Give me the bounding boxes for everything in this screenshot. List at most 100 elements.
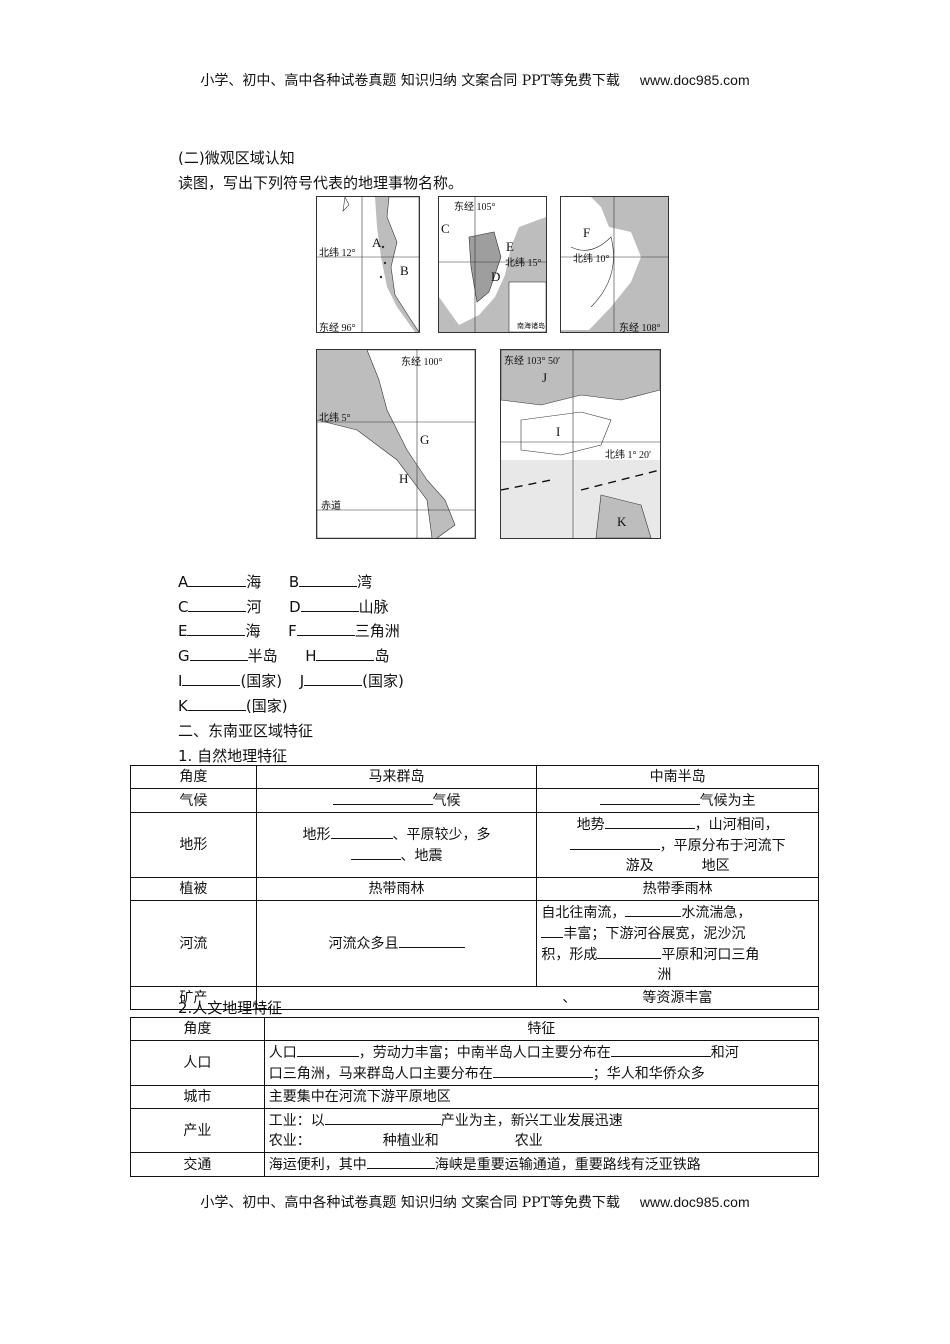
cell-text: 口三角洲，马来群岛人口主要分布在 xyxy=(268,1066,493,1082)
city-cell: 主要集中在河流下游平原地区 xyxy=(263,1085,820,1109)
answer-blank[interactable] xyxy=(299,572,358,587)
map-label-i: I xyxy=(556,424,561,439)
answer-blank[interactable] xyxy=(599,790,700,805)
answer-blank[interactable] xyxy=(541,923,564,938)
map-5: 东经 103° 50′ J I 北纬 1° 20′ K xyxy=(500,349,661,539)
q-letter: E xyxy=(178,622,188,640)
answer-blank[interactable] xyxy=(304,671,363,686)
answer-blank[interactable] xyxy=(366,1154,435,1169)
q-suffix: 海 xyxy=(245,622,261,640)
map-4-lon: 东经 100° xyxy=(401,357,443,368)
map-4-shape xyxy=(317,350,475,538)
map-3-lon: 东经 108° xyxy=(619,323,661,333)
transport-cell: 海运便利，其中 海峡是重要运输通道，重要路线有泛亚铁路 xyxy=(263,1152,820,1177)
question-row: I(国家) J(国家) xyxy=(178,670,404,691)
cell-text: 产业为主，新兴工业发展迅速 xyxy=(440,1113,623,1129)
map-2-inset: 南海诸岛 xyxy=(517,322,545,330)
map-1: 北纬 12° 东经 96° A B xyxy=(316,196,420,333)
answer-blank[interactable] xyxy=(324,1110,441,1125)
answer-blank[interactable] xyxy=(296,621,355,636)
answer-blank[interactable] xyxy=(350,845,401,860)
cell-text: 海运便利，其中 xyxy=(268,1157,367,1173)
row-mineral-label: 矿产 xyxy=(130,986,257,1010)
natural-features-table: 角度 马来群岛 中南半岛 气候 气候 气候为主 地形 地形、平原较少，多 、地震… xyxy=(130,765,820,1010)
map-label-d: D xyxy=(491,269,501,284)
map-4-lat: 北纬 5° xyxy=(319,413,351,424)
answer-blank[interactable] xyxy=(330,824,393,839)
section-2-title: 二、东南亚区域特征 xyxy=(178,722,314,740)
q-suffix: 山脉 xyxy=(358,598,389,616)
q-suffix: 半岛 xyxy=(247,647,278,665)
header-url[interactable]: www.doc985.com xyxy=(639,72,750,88)
cell-text: 积，形成 xyxy=(541,947,598,963)
answer-blank[interactable] xyxy=(398,933,465,948)
map-3: F 北纬 10° 东经 108° xyxy=(560,196,669,333)
cell-text: ，山河相间， xyxy=(694,817,779,833)
answer-blank[interactable] xyxy=(610,1042,711,1057)
map-label-b: B xyxy=(400,263,409,278)
q-letter: G xyxy=(178,647,190,665)
row-terrain-label: 地形 xyxy=(130,812,257,878)
map-5-lat: 北纬 1° 20′ xyxy=(605,450,652,461)
cell-text: 河流众多且 xyxy=(328,936,399,952)
cell-text: 种植业和 xyxy=(382,1133,439,1149)
veg-malay: 热带雨林 xyxy=(255,877,538,901)
cell-text: 、 xyxy=(562,990,577,1006)
map-2: 东经 105° 北纬 15° C E D 南海诸岛 xyxy=(438,196,547,333)
q-letter: F xyxy=(288,622,297,640)
th-angle: 角度 xyxy=(130,765,257,789)
answer-blank[interactable] xyxy=(188,597,247,612)
map-3-lat: 北纬 10° xyxy=(573,254,610,265)
answer-blank[interactable] xyxy=(300,597,359,612)
terrain-malay: 地形、平原较少，多 、地震 xyxy=(255,812,538,878)
answer-blank[interactable] xyxy=(569,835,660,850)
cell-text: 海峡是重要运输通道，重要路线有泛亚铁路 xyxy=(434,1157,701,1173)
map-2-lon: 东经 105° xyxy=(454,202,496,213)
q-suffix: 河 xyxy=(246,598,262,616)
map-label-e: E xyxy=(506,239,514,254)
answer-blank[interactable] xyxy=(182,671,241,686)
q-letter: I xyxy=(178,672,183,690)
cell-text: 自北往南流， xyxy=(541,905,626,921)
answer-blank[interactable] xyxy=(188,572,247,587)
th-feature: 特征 xyxy=(263,1017,820,1041)
subsection-natural: 1. 自然地理特征 xyxy=(178,747,288,765)
th-angle-2: 角度 xyxy=(130,1017,265,1041)
veg-indochina: 热带季雨林 xyxy=(536,877,819,901)
cell-text: 地形 xyxy=(302,827,331,843)
answer-blank[interactable] xyxy=(604,814,695,829)
answer-blank[interactable] xyxy=(316,646,375,661)
answer-blank[interactable] xyxy=(332,790,433,805)
cell-text: 丰富；下游河谷展宽，泥沙沉 xyxy=(563,926,746,942)
cell-text: ，平原分布于河流下 xyxy=(659,838,786,854)
answer-blank[interactable] xyxy=(597,944,662,959)
map-4: 东经 100° 北纬 5° 赤道 G H xyxy=(316,349,476,539)
terrain-indochina: 地势，山河相间， ，平原分布于河流下 游及地区 xyxy=(536,812,819,878)
row-city-label: 城市 xyxy=(130,1085,265,1109)
mineral-cell: 、等资源丰富 xyxy=(255,986,820,1010)
answer-blank[interactable] xyxy=(187,696,246,711)
answer-blank[interactable] xyxy=(296,1042,359,1057)
q-letter: H xyxy=(305,647,317,665)
subsection-human: 2.人文地理特征 xyxy=(178,999,283,1017)
cell-text: ；华人和华侨众多 xyxy=(592,1066,705,1082)
answer-blank[interactable] xyxy=(625,902,682,917)
map-label-j: J xyxy=(542,370,548,385)
answer-blank[interactable] xyxy=(189,646,248,661)
row-veg-label: 植被 xyxy=(130,877,257,901)
map-label-a: A xyxy=(372,235,382,250)
q-suffix: (国家) xyxy=(245,697,288,715)
q-letter: B xyxy=(288,573,300,591)
industry-cell: 工业：以产业为主，新兴工业发展迅速 农业：种植业和农业 xyxy=(263,1108,820,1153)
row-climate-label: 气候 xyxy=(130,788,257,813)
footer-url[interactable]: www.doc985.com xyxy=(639,1194,750,1210)
river-indochina: 自北往南流，水流湍急， 丰富；下游河谷展宽，泥沙沉 积，形成平原和河口三角 洲 xyxy=(536,900,819,987)
answer-blank[interactable] xyxy=(187,621,246,636)
answer-blank[interactable] xyxy=(492,1063,593,1078)
cell-text: 平原和河口三角 xyxy=(661,947,760,963)
